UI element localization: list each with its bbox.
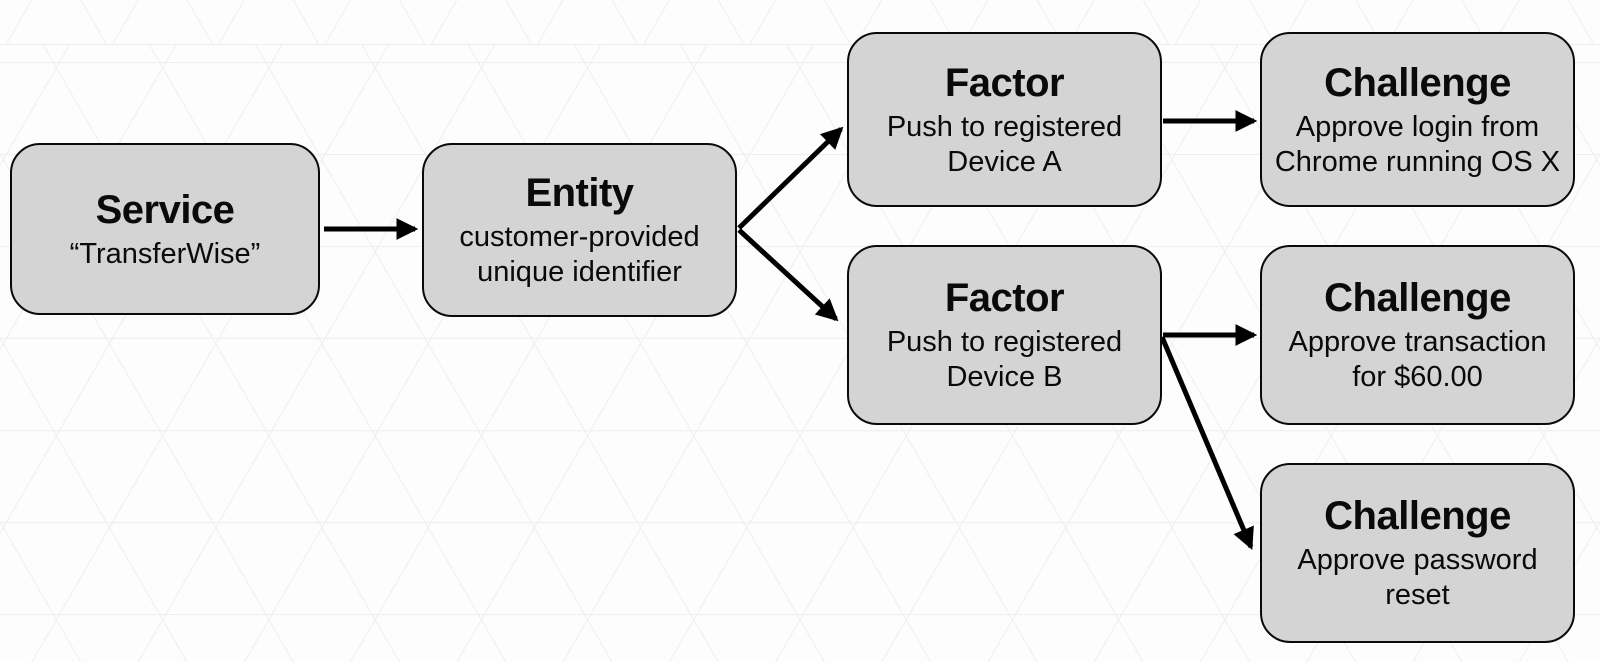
node-subtitle-challenge-password: Approve password reset: [1297, 544, 1538, 611]
node-subtitle-entity: customer-provided unique identifier: [459, 221, 700, 288]
node-subtitle-challenge-login: Approve login from Chrome running OS X: [1274, 110, 1561, 178]
node-subtitle-challenge-transaction: Approve transaction for $60.00: [1288, 326, 1547, 393]
node-entity: Entity customer-provided unique identifie…: [422, 143, 737, 317]
node-title-entity: Entity: [525, 171, 634, 216]
node-title-challenge-password: Challenge: [1324, 494, 1511, 539]
node-subtitle-factor-a: Push to registered Device A: [886, 110, 1123, 178]
node-service: Service “TransferWise”: [10, 143, 320, 315]
edge-factor-b-to-challenge-password: [1159, 336, 1254, 551]
node-title-service: Service: [95, 187, 235, 232]
node-title-factor-a: Factor: [944, 60, 1065, 105]
edge-entity-to-factor-a: [737, 126, 844, 230]
node-subtitle-service: “TransferWise”: [69, 237, 261, 270]
node-title-challenge-login: Challenge: [1324, 60, 1511, 105]
node-subtitle-factor-b: Push to registered Device B: [886, 326, 1123, 393]
node-title-challenge-transaction: Challenge: [1324, 276, 1511, 321]
edge-entity-to-factor-b: [737, 228, 839, 322]
node-title-factor-b: Factor: [944, 276, 1065, 321]
